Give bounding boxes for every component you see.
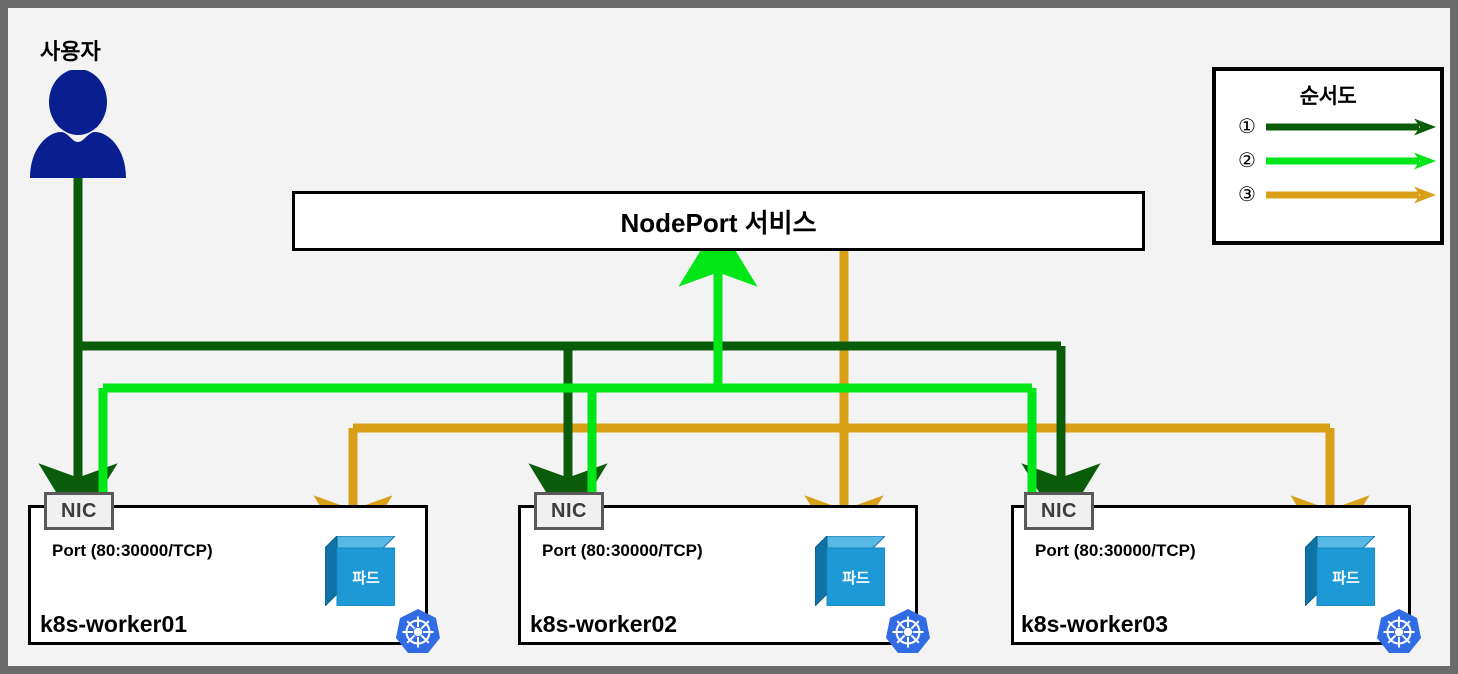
worker-2-pod-label: 파드 bbox=[842, 570, 870, 587]
legend-title: 순서도 bbox=[1299, 85, 1357, 108]
worker-3-nic-box[interactable]: NIC bbox=[1024, 492, 1094, 530]
legend-arrow-2-icon bbox=[1266, 152, 1436, 170]
worker-1-kubernetes-logo-icon bbox=[396, 609, 440, 653]
worker-2-kubernetes-logo-icon bbox=[886, 609, 930, 653]
user-label: 사용자 bbox=[40, 34, 101, 66]
nodeport-service-box[interactable]: NodePort 서비스 bbox=[292, 191, 1145, 251]
worker-3-port-label: Port (80:30000/TCP) bbox=[1035, 541, 1196, 560]
legend-arrow-1-icon bbox=[1266, 118, 1436, 136]
worker-1-pod[interactable]: 파드 bbox=[325, 536, 395, 606]
legend-arrow-3-icon bbox=[1266, 186, 1436, 204]
flow-step2-bright-green bbox=[98, 222, 1037, 494]
legend-box: 순서도 ① ② ③ bbox=[1212, 67, 1444, 245]
legend-number-1: ① bbox=[1238, 116, 1256, 138]
worker-3-kubernetes-logo-icon bbox=[1377, 609, 1421, 653]
nodeport-service-label: NodePort 서비스 bbox=[620, 207, 817, 238]
worker-3-nic-label: NIC bbox=[1041, 499, 1077, 522]
worker-1-name: k8s-worker01 bbox=[40, 611, 188, 637]
worker-1-nic-box[interactable]: NIC bbox=[44, 492, 114, 530]
worker-3-pod-label: 파드 bbox=[1332, 570, 1360, 587]
worker-1-port-label: Port (80:30000/TCP) bbox=[52, 541, 213, 560]
worker-1-pod-label: 파드 bbox=[352, 570, 380, 587]
worker-2-port-label: Port (80:30000/TCP) bbox=[542, 541, 703, 560]
flow-connectors-layer bbox=[38, 168, 1370, 560]
worker-3-name: k8s-worker03 bbox=[1021, 611, 1169, 637]
legend-item-2: ② bbox=[1216, 144, 1440, 178]
legend-number-2: ② bbox=[1238, 150, 1256, 172]
worker-2-nic-box[interactable]: NIC bbox=[534, 492, 604, 530]
flow-step3-orange bbox=[313, 251, 1370, 560]
worker-2-name: k8s-worker02 bbox=[530, 611, 678, 637]
worker-1-nic-label: NIC bbox=[61, 499, 97, 522]
worker-2-nic-label: NIC bbox=[551, 499, 587, 522]
legend-item-3: ③ bbox=[1216, 178, 1440, 212]
legend-item-1: ① bbox=[1216, 110, 1440, 144]
worker-2-pod[interactable]: 파드 bbox=[815, 536, 885, 606]
user-label-text: 사용자 bbox=[40, 39, 101, 64]
legend-number-3: ③ bbox=[1238, 184, 1256, 206]
user-person-icon bbox=[30, 70, 126, 178]
flow-step1-dark-green bbox=[38, 168, 1101, 528]
worker-3-pod[interactable]: 파드 bbox=[1305, 536, 1375, 606]
